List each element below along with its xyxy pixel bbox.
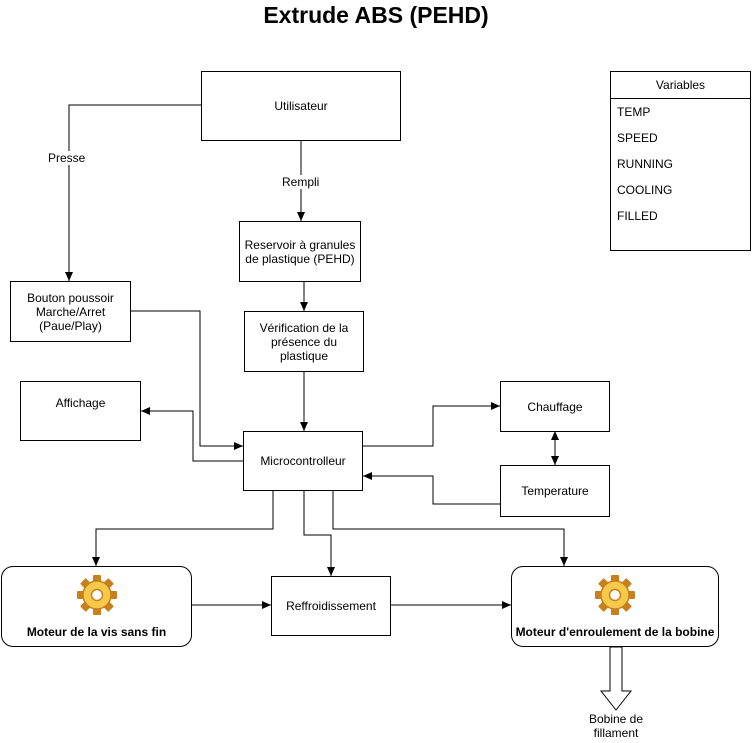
node-temperature: Temperature — [500, 465, 610, 517]
gear-icon — [76, 575, 117, 615]
node-microcontroleur: Microcontrolleur — [243, 431, 363, 491]
variable-item: SPEED — [617, 131, 658, 145]
node-moteur-bobine-label: Moteur d'enroulement de la bobine — [515, 625, 715, 639]
node-temperature-label: Temperature — [521, 484, 589, 498]
diagram-title: Extrude ABS (PEHD) — [263, 2, 489, 28]
node-reservoir-label: Reservoir à granules de plastique (PEHD) — [244, 237, 356, 266]
output-label: Bobine de fillament — [588, 712, 644, 740]
edge-micro-moteur-vis — [92, 491, 274, 566]
edge-micro-affichage — [141, 407, 243, 462]
variable-item: COOLING — [617, 183, 673, 197]
edge-micro-refroidissement — [303, 491, 335, 576]
variable-item: RUNNING — [617, 157, 673, 171]
edge-micro-chauffage — [363, 402, 500, 447]
node-moteur-bobine: Moteur d'enroulement de la bobine — [511, 566, 719, 647]
node-utilisateur: Utilisateur — [201, 71, 401, 141]
node-verification: Vérification de la présence du plastique — [244, 311, 364, 372]
node-microcontroleur-label: Microcontrolleur — [260, 454, 346, 468]
edge-bouton-micro — [131, 310, 243, 450]
variables-panel: Variables TEMP SPEED RUNNING COOLING FIL… — [610, 71, 751, 251]
edge-micro-moteur-bobine — [332, 491, 568, 566]
edge-temperature-micro — [363, 472, 500, 505]
node-affichage-label: Affichage — [55, 396, 106, 410]
node-bouton-poussoir: Bouton poussoir Marche/Arret (Paue/Play) — [10, 281, 131, 342]
node-refroidissement-label: Reffroidissement — [286, 599, 376, 613]
node-utilisateur-label: Utilisateur — [274, 99, 328, 113]
node-moteur-vis-label: Moteur de la vis sans fin — [26, 625, 167, 639]
node-affichage: Affichage — [20, 381, 141, 441]
node-refroidissement: Reffroidissement — [271, 576, 391, 636]
hollow-down-arrow-icon — [599, 646, 633, 711]
node-bouton-label: Bouton poussoir Marche/Arret (Paue/Play) — [27, 290, 114, 333]
variable-item: FILLED — [617, 209, 658, 223]
node-chauffage: Chauffage — [500, 381, 610, 432]
variable-item: TEMP — [617, 105, 651, 119]
edge-label-presse: Presse — [46, 151, 88, 165]
node-chauffage-label: Chauffage — [527, 399, 583, 414]
variables-header: Variables — [611, 72, 750, 99]
node-reservoir: Reservoir à granules de plastique (PEHD) — [239, 221, 361, 282]
node-moteur-vis: Moteur de la vis sans fin — [1, 566, 192, 647]
edge-label-rempli: Rempli — [280, 175, 322, 189]
gear-icon — [595, 575, 635, 615]
edge-utilisateur-bouton — [65, 104, 201, 281]
node-verification-label: Vérification de la présence du plastique — [259, 320, 349, 363]
